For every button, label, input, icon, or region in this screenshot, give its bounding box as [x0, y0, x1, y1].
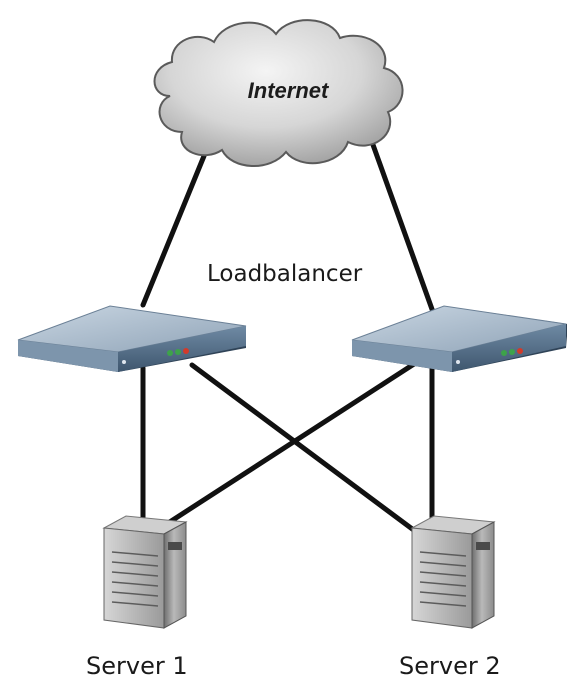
server-1-label: Server 1	[86, 652, 188, 680]
cable-lb2-server1	[159, 361, 417, 530]
loadbalancer-device-icon-right	[351, 305, 567, 372]
cloud-label: Internet	[247, 78, 329, 103]
server-tower-icon-2	[410, 515, 496, 629]
cloud-icon	[153, 19, 404, 167]
cable-internet-lb2	[369, 139, 436, 315]
loadbalancer-device-icon-left	[17, 305, 247, 372]
loadbalancer-label: Loadbalancer	[207, 261, 363, 287]
cables	[140, 139, 436, 540]
server-tower-icon-1	[102, 515, 188, 629]
server-2-label: Server 2	[399, 652, 501, 680]
cable-lb1-server2	[189, 362, 426, 540]
cable-internet-lb1	[140, 153, 207, 308]
